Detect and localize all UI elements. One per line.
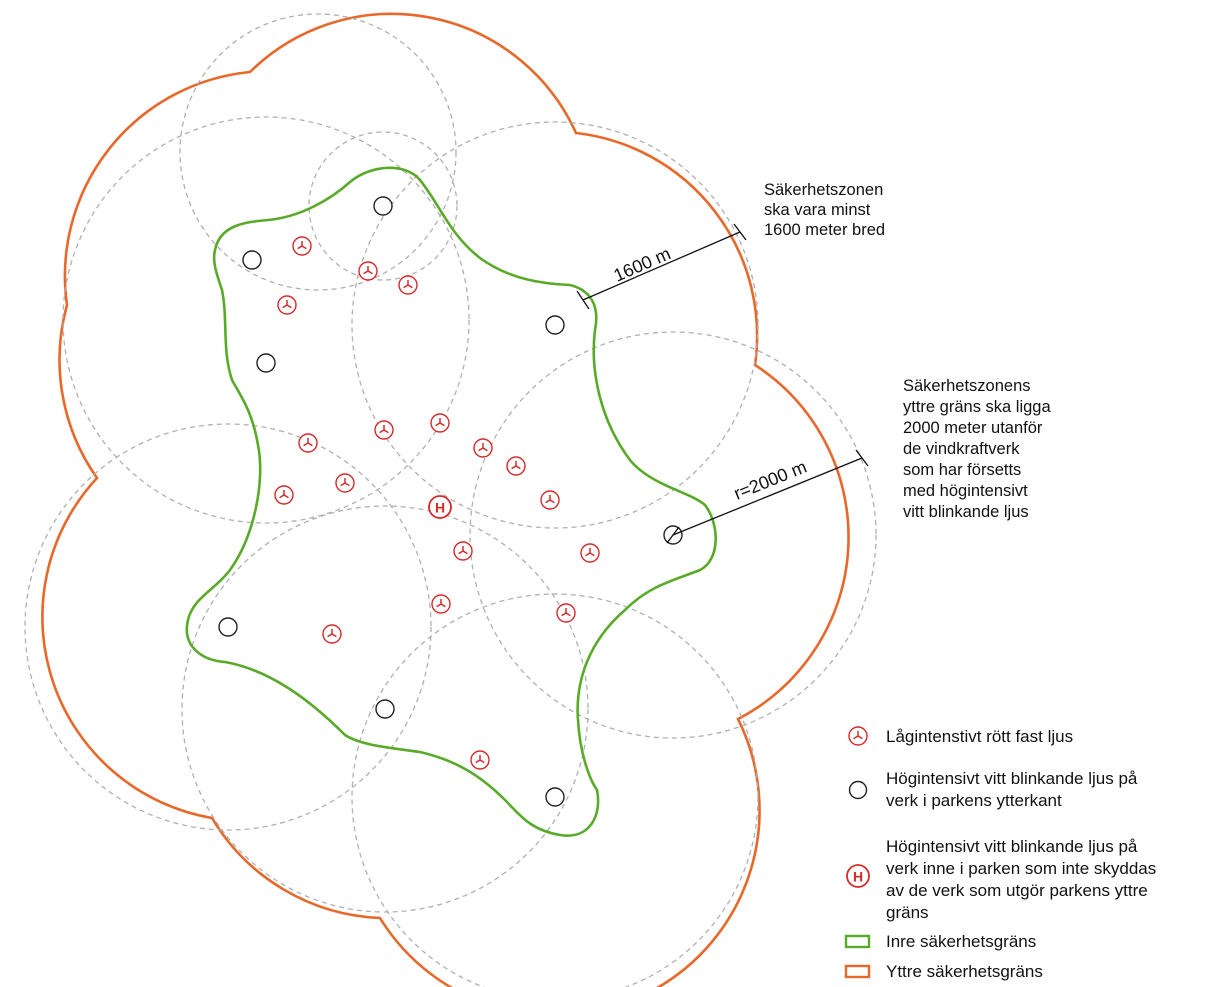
radius-dimension: r=2000 m xyxy=(666,449,869,544)
red-light-turbine xyxy=(398,275,418,295)
range-circle xyxy=(351,593,759,987)
red-light-turbine xyxy=(322,624,342,644)
red-light-turbine xyxy=(274,485,294,505)
range-circle xyxy=(179,13,457,291)
red-light-turbine xyxy=(374,420,394,440)
red-light-turbine xyxy=(453,541,473,561)
svg-text:H: H xyxy=(853,869,863,885)
note-line: vitt blinkande ljus xyxy=(903,503,1029,521)
red-light-turbine xyxy=(506,456,526,476)
legend-label: Yttre säkerhetsgräns xyxy=(886,962,1043,981)
red-light-turbine xyxy=(470,750,490,770)
note-line: de vindkraftverk xyxy=(903,440,1020,458)
inner-safety-limit-outline xyxy=(185,166,717,837)
white-edge-lights xyxy=(218,196,683,807)
width-dimension: 1600 m xyxy=(576,223,747,310)
legend-item-red-light: Lågintenstivt rött fast ljus xyxy=(848,726,1073,746)
range-circle xyxy=(62,116,470,524)
red-light-turbine xyxy=(430,413,450,433)
red-light-turbine xyxy=(580,543,600,563)
white-light-marker xyxy=(375,699,395,719)
legend-label: Högintensivt vitt blinkande ljus på xyxy=(886,837,1138,856)
note-line: som har försetts xyxy=(903,461,1021,479)
white-light-marker xyxy=(256,353,276,373)
turbine-red-circle-icon xyxy=(848,726,868,746)
note-line: 1600 meter bred xyxy=(764,221,885,239)
red-light-turbine xyxy=(540,490,560,510)
legend-item-white-edge-light: Högintensivt vitt blinkande ljus på verk… xyxy=(848,769,1138,810)
red-light-turbine xyxy=(358,261,378,281)
legend-label: Högintensivt vitt blinkande ljus på xyxy=(886,769,1138,788)
note-line: Säkerhetszonen xyxy=(764,181,883,199)
white-light-marker xyxy=(545,315,565,335)
legend-item-outer-limit: Yttre säkerhetsgräns xyxy=(844,962,1043,981)
range-circle xyxy=(308,131,458,281)
legend-label: av de verk som utgör parkens yttre xyxy=(886,881,1148,900)
inner-safety-limit xyxy=(185,166,717,837)
red-light-turbine xyxy=(431,594,451,614)
red-light-turbine xyxy=(556,603,576,623)
range-circle xyxy=(351,121,759,529)
legend: Lågintenstivt rött fast ljus Högintensiv… xyxy=(844,726,1156,981)
red-light-turbine xyxy=(298,433,318,453)
range-circle xyxy=(24,423,432,831)
outer-safety-limit xyxy=(41,12,850,987)
white-light-marker xyxy=(242,250,262,270)
h-letter: H xyxy=(435,500,445,516)
legend-item-inner-limit: Inre säkerhetsgräns xyxy=(844,932,1036,951)
note-line: yttre gräns ska ligga xyxy=(903,398,1051,416)
legend-label: verk inne i parken som inte skyddas xyxy=(886,859,1156,878)
outer-safety-limit-outline xyxy=(41,12,850,987)
legend-label: Inre säkerhetsgräns xyxy=(886,932,1036,951)
legend-label: Lågintenstivt rött fast ljus xyxy=(886,727,1073,746)
legend-item-white-inner-light: H Högintensivt vitt blinkande ljus på ve… xyxy=(846,837,1156,922)
green-swatch-icon xyxy=(844,934,871,949)
legend-label: verk i parkens ytterkant xyxy=(886,791,1062,810)
note-line: 2000 meter utanför xyxy=(903,419,1043,437)
red-light-turbine xyxy=(473,438,493,458)
note-line: med högintensivt xyxy=(903,482,1028,500)
note-line: Säkerhetszonens xyxy=(903,377,1031,395)
red-light-turbine xyxy=(277,295,297,315)
inner-white-light-marker: H xyxy=(428,495,452,519)
note-line: ska vara minst xyxy=(764,201,871,219)
zone-width-note: Säkerhetszonen ska vara minst 1600 meter… xyxy=(764,181,885,239)
hollow-circle-icon xyxy=(848,780,868,800)
white-light-marker xyxy=(373,196,393,216)
outer-limit-note: Säkerhetszonens yttre gräns ska ligga 20… xyxy=(903,377,1051,521)
legend-label: gräns xyxy=(886,903,929,922)
orange-swatch-icon xyxy=(844,964,871,979)
red-light-turbine xyxy=(335,473,355,493)
red-light-turbine xyxy=(292,236,312,256)
radius-dimension-label: r=2000 m xyxy=(731,456,809,503)
white-light-marker xyxy=(545,787,565,807)
range-circle xyxy=(469,331,877,739)
h-circle-icon: H xyxy=(846,864,870,888)
range-circles xyxy=(24,13,877,987)
range-circle xyxy=(181,505,589,913)
white-light-marker xyxy=(218,617,238,637)
width-dimension-label: 1600 m xyxy=(611,243,674,285)
